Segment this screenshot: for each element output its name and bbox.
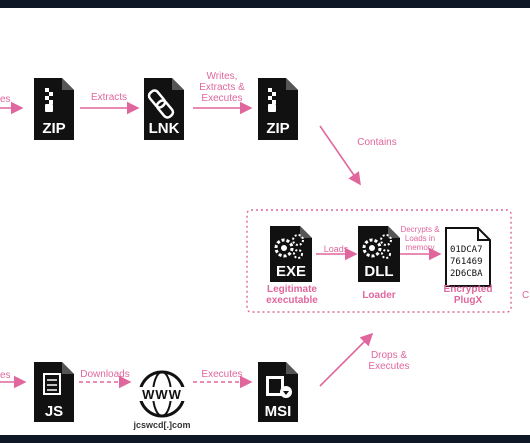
hex-text: 01DCA7 761469 2D6CBA	[450, 245, 483, 279]
zip-label: ZIP	[266, 120, 290, 137]
edge-label-decrypts: Decrypts & Loads in memory	[400, 225, 440, 252]
caption-legitimate-executable: Legitimate executable	[266, 284, 318, 306]
www-label: WWW	[142, 387, 182, 402]
edge-label-contains: Contains	[357, 137, 397, 148]
zip-file-icon	[258, 78, 298, 140]
caption-domain: jcswcd[.]com	[133, 420, 191, 430]
diagram-canvas: ZIP LNK ZIP EXE DLL JS MSI WWW 01DCA7 76…	[0, 8, 530, 435]
edge-label-downloads: Downloads	[80, 369, 130, 380]
dll-file-icon	[358, 226, 400, 282]
connector-layer	[0, 78, 512, 422]
edge-label-executes: Executes	[201, 369, 243, 380]
edge-label: C	[522, 290, 530, 301]
zip-label: ZIP	[42, 120, 66, 137]
globe-icon	[137, 370, 187, 418]
zip-file-icon	[34, 78, 74, 140]
msi-label: MSI	[264, 403, 292, 420]
edge-label-drops: Drops & Executes	[368, 350, 410, 372]
encrypted-document-icon	[445, 227, 491, 287]
edge-label-extracts: Extracts	[90, 92, 128, 103]
edge-label: es	[0, 370, 11, 381]
edge-contains	[319, 125, 361, 186]
edge-label-loads: Loads	[323, 244, 349, 254]
dll-label: DLL	[364, 263, 394, 280]
js-file-icon	[34, 362, 74, 422]
exe-file-icon	[270, 226, 312, 282]
lnk-label: LNK	[148, 120, 180, 137]
exe-label: EXE	[275, 263, 306, 280]
loader-group-box	[246, 209, 512, 313]
msi-file-icon	[258, 362, 298, 422]
caption-loader: Loader	[362, 290, 396, 301]
caption-encrypted-plugx: Encrypted PlugX	[443, 284, 493, 306]
edge-label-writes: Writes, Extracts & Executes	[199, 71, 245, 104]
edge-label: es	[0, 94, 11, 105]
lnk-file-icon	[144, 78, 184, 140]
edge-drops	[319, 332, 374, 387]
js-label: JS	[44, 403, 64, 420]
